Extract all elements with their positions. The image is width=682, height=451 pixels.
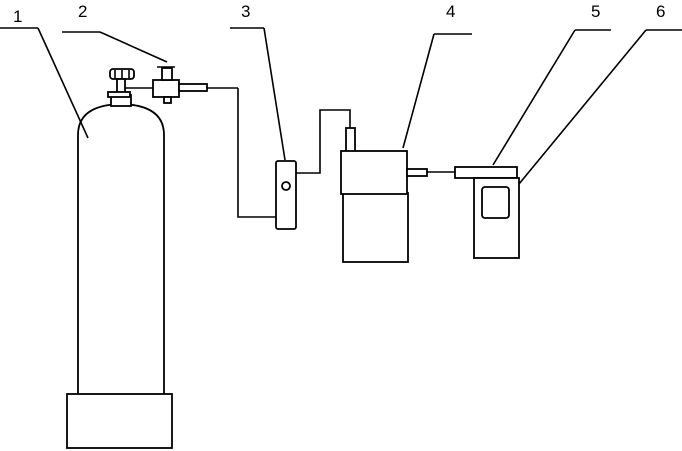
gas-tube-2 [296,109,351,174]
callout-1: 1 [13,7,22,26]
meter-display [481,186,510,219]
flowmeter [275,160,297,230]
detector-unit [340,127,455,263]
valve-body [152,79,180,98]
meter-instrument [454,166,520,259]
pressure-regulator [107,66,238,104]
callout-2: 2 [78,2,87,21]
callout-3: 3 [241,2,250,21]
flow-indicator-icon [281,181,291,191]
sensor-probe [454,166,518,179]
callout-6: 6 [656,2,665,21]
callout-4: 4 [446,2,455,21]
callout-5: 5 [591,2,600,21]
detector-top [340,150,408,195]
gas-tube-1 [237,88,276,218]
leader-lines [0,27,682,185]
gas-cylinder [66,94,173,449]
